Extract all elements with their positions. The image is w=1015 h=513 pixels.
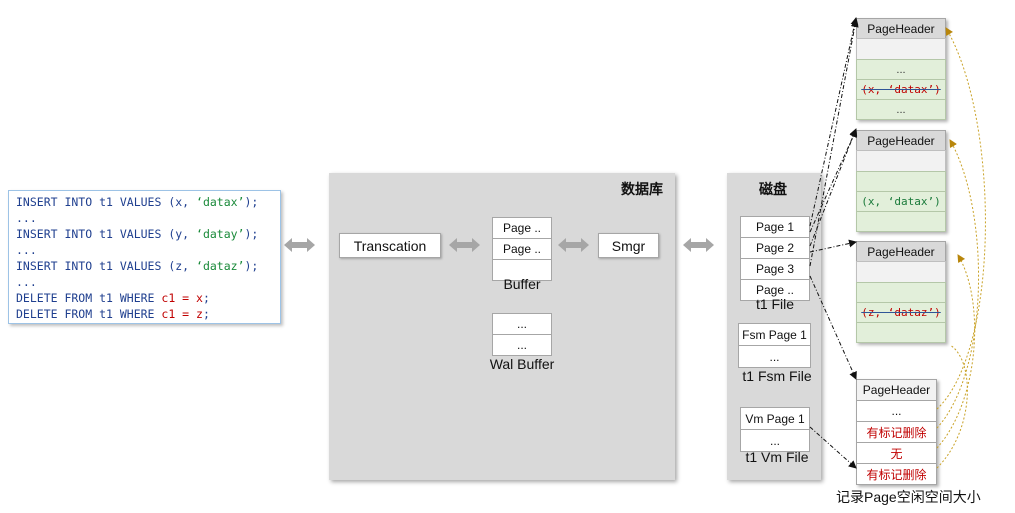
fsm-file-label: t1 Fsm File — [742, 368, 812, 384]
wal-buffer-cell: ... — [492, 334, 552, 356]
buffer-label: Buffer — [503, 276, 541, 292]
page-header: PageHeader — [856, 130, 946, 151]
fsm-entry: 无 — [856, 442, 937, 464]
page-row-deleted: (z, ‘dataz’) — [856, 302, 946, 323]
t1-file-page-cell: Page 3 — [740, 258, 810, 280]
fsm-entry: 有标记删除 — [856, 421, 937, 443]
page-row: ... — [856, 99, 946, 120]
double-arrow-icon — [683, 238, 714, 252]
page-header: PageHeader — [856, 18, 946, 39]
page-row-deleted: (x, ‘datax’) — [856, 79, 946, 100]
sql-line: ... — [16, 275, 37, 289]
page-header: PageHeader — [856, 241, 946, 262]
page-row — [856, 282, 946, 303]
wal-buffer-cell: ... — [492, 313, 552, 335]
sql-statements-box: INSERT INTO t1 VALUES (x, ‘datax’); ... … — [8, 190, 281, 324]
t1-file-page-cell: Page 2 — [740, 237, 810, 259]
data-page-3: PageHeader (z, ‘dataz’) — [856, 241, 946, 343]
wal-buffer-label: Wal Buffer — [489, 356, 555, 372]
t1-file-label: t1 File — [755, 296, 795, 312]
buffer-empty-cell — [492, 259, 552, 281]
vm-file-cell: ... — [740, 429, 810, 452]
page-free-space — [856, 38, 946, 60]
sql-line: DELETE FROM t1 WHERE c1 = x; — [16, 291, 210, 305]
page-row — [856, 171, 946, 192]
fsm-file-cell: ... — [738, 345, 811, 368]
fsm-page: PageHeader ... 有标记删除 无 有标记删除 — [856, 379, 937, 485]
vm-file-block: Vm Page 1 ... — [740, 407, 810, 452]
page-row — [856, 211, 946, 232]
disk-title: 磁盘 — [759, 181, 787, 197]
buffer-page-cell: Page .. — [492, 238, 552, 260]
vm-file-cell: Vm Page 1 — [740, 407, 810, 430]
data-page-2: PageHeader (x, ‘datax’) — [856, 130, 946, 232]
fsm-entry: 有标记删除 — [856, 463, 937, 485]
vm-file-label: t1 Vm File — [745, 449, 809, 465]
fsm-file-cell: Fsm Page 1 — [738, 323, 811, 346]
sql-line: ... — [16, 243, 37, 257]
smgr-box: Smgr — [598, 233, 659, 258]
wal-buffer-block: ... ... — [492, 313, 552, 356]
double-arrow-icon — [284, 238, 315, 252]
sql-line: INSERT INTO t1 VALUES (z, ‘dataz’); — [16, 259, 259, 273]
sql-line: DELETE FROM t1 WHERE c1 = z; — [16, 307, 210, 321]
fsm-file-block: Fsm Page 1 ... — [738, 323, 811, 368]
data-page-1: PageHeader ... (x, ‘datax’) ... — [856, 18, 946, 120]
page-free-space — [856, 150, 946, 172]
fsm-entry: ... — [856, 400, 937, 422]
database-title: 数据库 — [621, 181, 663, 197]
t1-file-block: Page 1 Page 2 Page 3 Page .. — [740, 216, 810, 301]
caption: 记录Page空闲空间大小 — [836, 489, 981, 505]
sql-line: INSERT INTO t1 VALUES (x, ‘datax’); — [16, 195, 259, 209]
page-free-space — [856, 261, 946, 283]
t1-file-page-cell: Page 1 — [740, 216, 810, 238]
sql-line: INSERT INTO t1 VALUES (y, ‘datay’); — [16, 227, 259, 241]
page-row: (x, ‘datax’) — [856, 191, 946, 212]
page-row: ... — [856, 59, 946, 80]
sql-line: ... — [16, 211, 37, 225]
buffer-page-cell: Page .. — [492, 217, 552, 239]
t1-file-page-cell: Page .. — [740, 279, 810, 301]
page-header: PageHeader — [856, 379, 937, 401]
buffer-block: Page .. Page .. — [492, 217, 552, 281]
page-row — [856, 322, 946, 343]
transaction-box: Transcation — [339, 233, 441, 258]
